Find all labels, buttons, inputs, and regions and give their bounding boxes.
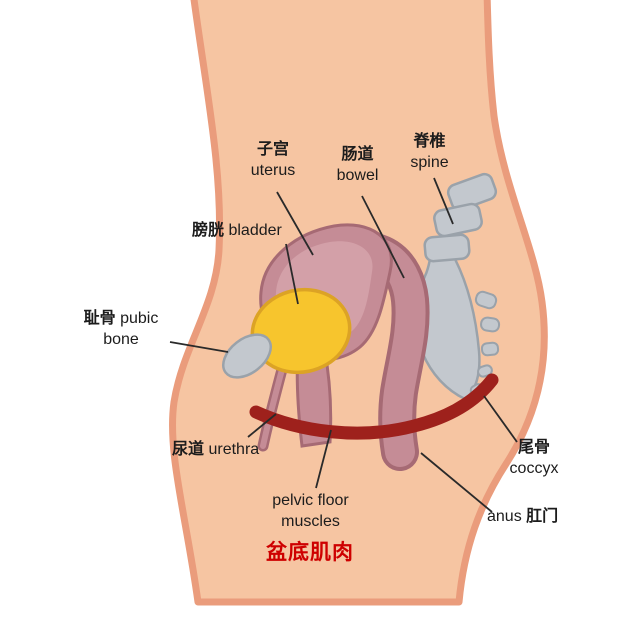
- leader-line-bowel: [361, 195, 405, 279]
- label-coccyx-zh: 尾骨: [517, 439, 550, 456]
- leader-line-anus: [420, 452, 493, 513]
- label-spine: 脊椎 spine: [392, 132, 467, 174]
- coccyx-segment: [480, 341, 500, 357]
- label-spine-zh: 脊椎: [413, 133, 446, 150]
- label-uterus-en: uterus: [250, 161, 296, 179]
- label-bowel-en: bowel: [336, 166, 379, 184]
- label-urethra: 尿道 urethra: [172, 440, 259, 461]
- label-uterus-zh: 子宫: [256, 141, 289, 158]
- label-anus: anus 肛门: [487, 507, 558, 528]
- leader-line-bladder: [285, 243, 299, 305]
- leader-line-spine: [433, 177, 454, 225]
- label-bladder-en: bladder: [228, 222, 282, 239]
- label-coccyx: 尾骨 coccyx: [497, 438, 571, 480]
- leader-line-uterus: [276, 191, 314, 256]
- label-anus-zh: 肛门: [526, 508, 559, 525]
- pubic-bone-shape: [222, 333, 272, 379]
- leader-line-coccyx: [483, 395, 518, 443]
- leader-line-pelvic-floor: [315, 429, 332, 489]
- label-urethra-en: urethra: [208, 441, 260, 458]
- label-pelvic-floor-en: pelvic floor muscles: [248, 491, 373, 533]
- label-pubic-bone-zh: 耻骨: [83, 310, 116, 327]
- label-bladder-zh: 膀胱: [192, 222, 225, 239]
- leader-line-urethra: [247, 413, 277, 438]
- label-pubic-bone: 耻骨 pubic bone: [74, 309, 168, 351]
- leader-line-pubic-bone: [169, 341, 229, 353]
- coccyx-segment: [477, 364, 493, 378]
- spine-vertebrae: [423, 172, 498, 263]
- vertebra-block: [423, 233, 471, 263]
- coccyx-segment: [480, 316, 501, 333]
- label-uterus: 子宫 uterus: [228, 140, 318, 182]
- label-spine-en: spine: [410, 153, 449, 171]
- label-pelvic-floor-en-line1: pelvic floor: [272, 492, 349, 509]
- label-urethra-zh: 尿道: [172, 441, 205, 458]
- label-bowel-zh: 肠道: [341, 146, 374, 163]
- label-pelvic-floor-zh: 盆底肌肉: [266, 541, 354, 564]
- pelvic-floor-muscle-shape: [249, 373, 499, 440]
- vertebra-block: [433, 202, 483, 238]
- label-bladder: 膀胱 bladder: [192, 221, 282, 242]
- label-coccyx-en: coccyx: [509, 459, 559, 477]
- coccyx-segment: [474, 290, 498, 310]
- label-anus-en: anus: [487, 508, 522, 525]
- label-bowel: 肠道 bowel: [315, 145, 400, 187]
- label-pelvic-floor-en-line2: muscles: [281, 512, 340, 530]
- label-pubic-bone-en: pubic bone: [103, 310, 159, 348]
- coccyx-segments: [469, 290, 501, 397]
